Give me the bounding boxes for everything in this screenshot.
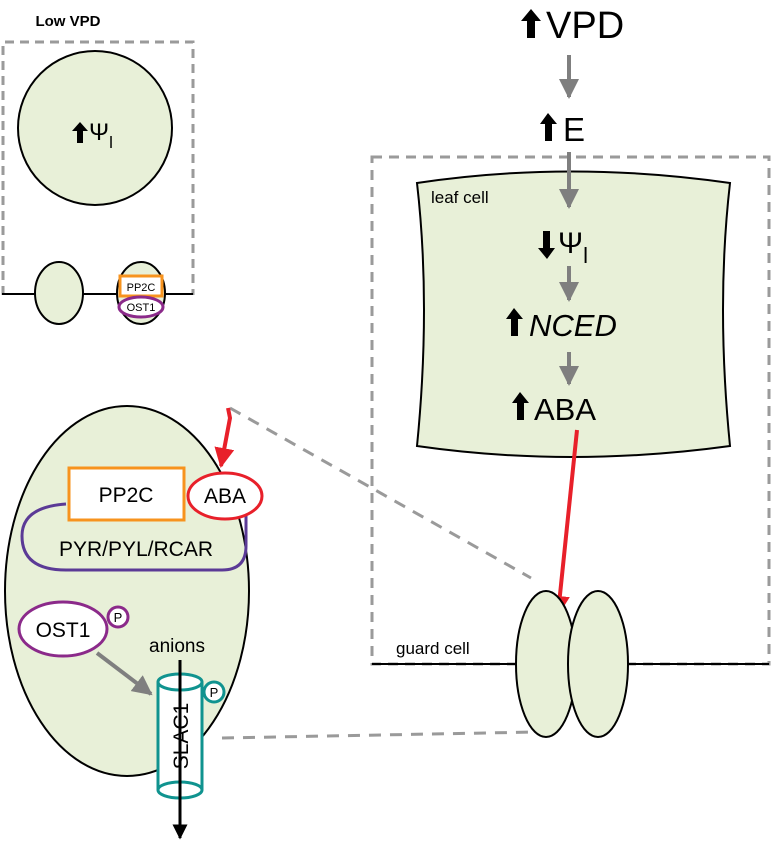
low-vpd-panel: Low VPD Ψl PP2C OST1	[1, 13, 195, 325]
slac1-phosphate-circle	[202, 680, 226, 704]
low-vpd-guard-cell-left	[34, 261, 84, 325]
low-vpd-psi: Ψl	[89, 119, 113, 152]
aba-entry-arrow	[214, 407, 235, 468]
up-arrow-icon	[540, 113, 557, 141]
pp2c-box	[67, 466, 186, 522]
guard-cell-right	[567, 590, 629, 738]
leaf-cell-shape	[415, 170, 732, 458]
ost1-label: OST1	[36, 619, 91, 642]
down-arrow-icon	[538, 231, 555, 259]
receptor-outline	[20, 502, 248, 572]
high-vpd-dashed-box	[370, 155, 771, 666]
ost1-oval	[17, 600, 109, 658]
low-vpd-title: Low VPD	[35, 13, 100, 30]
ost1-phosphate-circle	[106, 605, 130, 629]
aba-zoom-label: ABA	[204, 485, 246, 508]
up-arrow-icon	[72, 122, 88, 143]
up-arrow-icon	[521, 9, 541, 38]
zoom-connector-bottom	[221, 730, 538, 740]
ost1-phosphate-label: P	[114, 610, 123, 625]
up-arrow-icon	[506, 308, 523, 336]
low-vpd-ost1-label: OST1	[127, 302, 156, 314]
slac1-phosphate-label: P	[210, 685, 219, 700]
anions-label: anions	[149, 636, 205, 657]
zoomed-guard-cell: PYR/PYL/RCAR PP2C ABA OST1 P anions SLAC…	[4, 405, 264, 840]
ost1-to-slac1-arrow	[95, 651, 153, 696]
up-arrow-icon	[512, 392, 529, 420]
low-vpd-dashed-box	[1, 40, 195, 295]
zoom-connector-top	[229, 406, 532, 580]
vpd-label: VPD	[546, 5, 624, 47]
leaf-cell-label: leaf cell	[431, 188, 489, 207]
high-vpd-cascade: VPD E leaf cell Ψl NCED ABA guard cell	[370, 5, 771, 738]
psi-leaf-label: Ψl	[558, 227, 588, 268]
pp2c-label: PP2C	[99, 484, 154, 507]
e-label: E	[563, 111, 585, 148]
low-vpd-ost1-oval	[117, 295, 165, 319]
aba-label: ABA	[534, 392, 596, 427]
guard-cell-label: guard cell	[396, 639, 470, 658]
zoomed-guard-cell-body	[4, 405, 250, 777]
aba-to-guard-cell-arrow	[549, 429, 579, 616]
receptor-label: PYR/PYL/RCAR	[59, 538, 213, 561]
nced-label: NCED	[529, 308, 617, 343]
low-vpd-leaf-cell	[17, 50, 173, 206]
aba-oval	[186, 471, 264, 521]
low-vpd-pp2c-label: PP2C	[127, 282, 156, 294]
